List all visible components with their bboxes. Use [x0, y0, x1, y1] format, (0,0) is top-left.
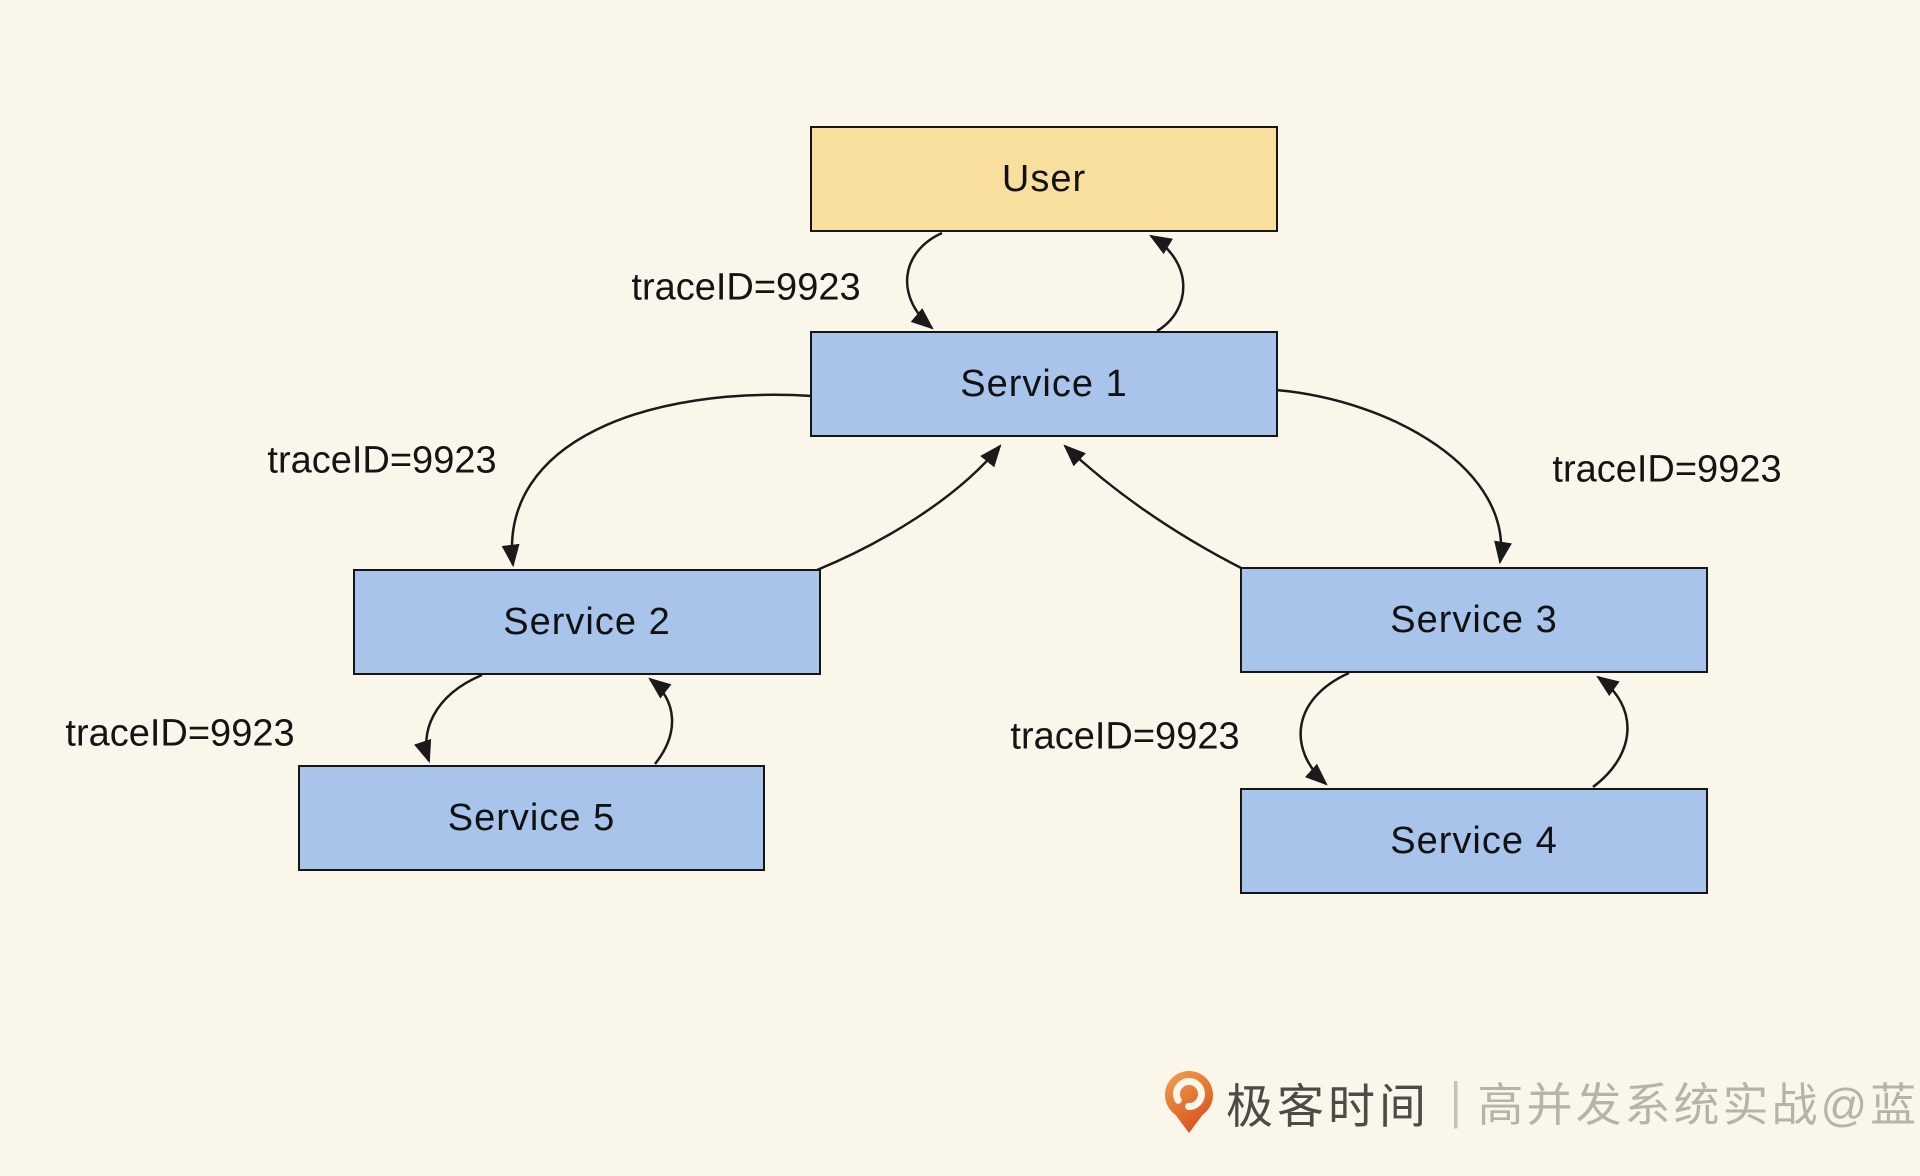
- trace-label-service3-service4: traceID=9923: [1010, 715, 1240, 758]
- arrow-service5-to-service2: [648, 677, 674, 765]
- watermark: 极客时间 | 高并发系统实战@蓝天: [1164, 1068, 1920, 1136]
- node-service4: Service 4: [1240, 788, 1708, 894]
- node-user-label: User: [1001, 157, 1087, 200]
- arrow-service2-to-service5: [414, 673, 483, 764]
- node-service3-label: Service 3: [1390, 598, 1558, 641]
- brand-text: 极客时间: [1226, 1079, 1430, 1133]
- course-text: 高并发系统实战@蓝天: [1477, 1079, 1920, 1131]
- arrow-service3-to-service1: [1063, 444, 1246, 572]
- node-service1-label: Service 1: [960, 362, 1128, 405]
- trace-label-user-service1: traceID=9923: [631, 266, 861, 309]
- arrow-service2-to-service1: [816, 444, 1002, 572]
- geektime-logo-icon: [1165, 1071, 1213, 1133]
- trace-label-service1-service2: traceID=9923: [267, 439, 497, 482]
- node-service1: Service 1: [810, 331, 1278, 437]
- arrow-service3-to-service4: [1299, 671, 1350, 786]
- arrow-service1-to-user: [1149, 234, 1185, 333]
- arrow-service4-to-service3: [1592, 675, 1629, 789]
- node-service4-label: Service 4: [1390, 819, 1558, 862]
- trace-label-service2-service5: traceID=9923: [65, 712, 295, 755]
- node-service3: Service 3: [1240, 567, 1708, 673]
- arrow-service1-to-service2: [501, 393, 813, 568]
- node-service5-label: Service 5: [447, 796, 616, 839]
- node-service2: Service 2: [353, 569, 821, 675]
- arrow-user-to-service1: [906, 231, 943, 330]
- node-service2-label: Service 2: [503, 600, 671, 643]
- node-service5: Service 5: [298, 765, 765, 871]
- trace-label-service1-service3: traceID=9923: [1552, 448, 1782, 491]
- separator-bar: |: [1450, 1073, 1462, 1130]
- arrow-service1-to-service3: [1275, 388, 1512, 565]
- node-user: User: [810, 126, 1278, 232]
